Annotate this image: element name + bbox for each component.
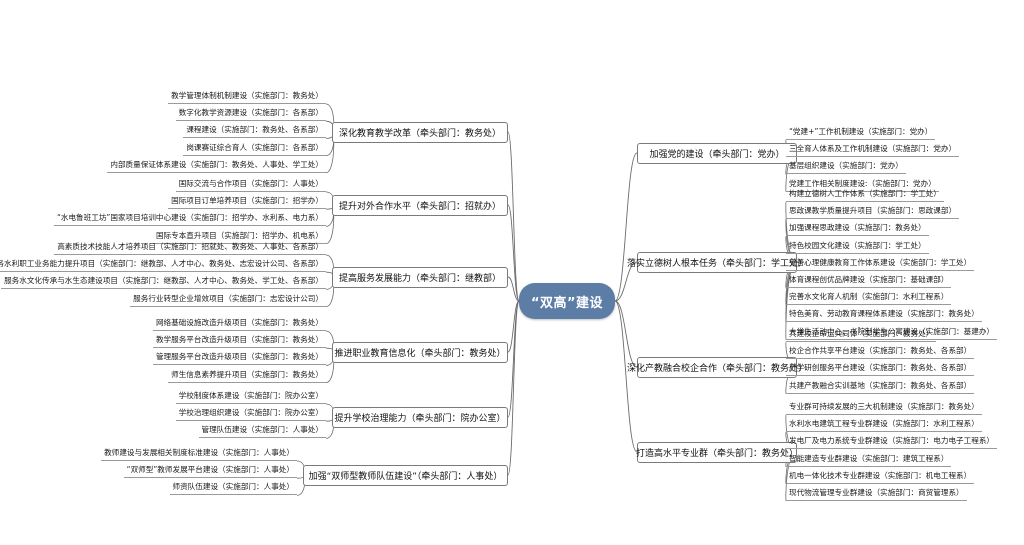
leaf-node-left-2-0[interactable]: 高素质技术技能人才培养项目（实施部门：招就处、教务处、人事处、各系部） (54, 242, 326, 255)
branch-node-right-1[interactable]: 落实立德树人根本任务（牵头部门：学工处） (627, 252, 807, 273)
leaf-node-left-1-0[interactable]: 国际交流与合作项目（实施部门：人事处） (175, 179, 326, 192)
branch-node-left-5[interactable]: 加强“双师型教师队伍建设”（牵头部门：人事处） (303, 465, 508, 486)
branch-node-left-2[interactable]: 提高服务发展能力（牵头部门：继教部） (332, 267, 508, 288)
leaf-node-right-0-1[interactable]: 三全育人体系及工作机制建设（实施部门：党办） (786, 144, 960, 158)
leaf-node-right-1-7[interactable]: 特色美育、劳动教育课程体系建设（实施部门：教务处） (786, 309, 982, 323)
leaf-node-left-1-3[interactable]: 国际专本直升项目（实施部门：招学办、机电系） (152, 231, 326, 244)
branch-node-left-4[interactable]: 提升学校治理能力（牵头部门：院办公室） (332, 407, 508, 428)
leaf-node-right-3-0[interactable]: 专业群可持续发展的三大机制建设（实施部门：教务处） (786, 402, 982, 415)
leaf-node-right-1-6[interactable]: 完善水文化育人机制（实施部门：水利工程系） (786, 292, 952, 306)
branch-node-left-1[interactable]: 提升对外合作水平（牵头部门：招就办） (332, 195, 508, 216)
leaf-node-right-2-2[interactable]: 产学研创服务平台建设（实施部门：教务处、各系部） (786, 363, 975, 377)
branch-node-right-0[interactable]: 加强党的建设（牵头部门：党办） (637, 143, 797, 164)
leaf-node-right-0-3[interactable]: 党建工作相关制度建设:（实施部门：党办） (786, 179, 939, 192)
leaf-node-left-4-2[interactable]: 管理队伍建设（实施部门：人事处） (198, 425, 326, 439)
branch-node-left-3[interactable]: 推进职业教育信息化（牵头部门：教务处） (332, 342, 508, 363)
leaf-node-right-3-4[interactable]: 机电一体化技术专业群建设（实施部门：机电工程系） (786, 471, 975, 484)
leaf-node-right-1-8[interactable]: 大学生活动中心、书院制学生公寓建设（实施部门：基建办） (786, 327, 998, 340)
leaf-node-right-0-0[interactable]: “党建+”工作机制建设（实施部门：党办） (786, 127, 936, 140)
leaf-node-right-1-0[interactable]: 构建立德树人工作体系（实施部门：学工处） (786, 189, 944, 202)
leaf-node-right-1-5[interactable]: 体育课程创优品牌建设（实施部门：基础课部） (786, 275, 952, 288)
branch-node-right-2[interactable]: 深化产教融合校企合作（牵头部门：教务处） (627, 357, 807, 378)
leaf-node-right-3-1[interactable]: 水利水电建筑工程专业群建设（实施部门：水利工程系） (786, 419, 982, 433)
root-node[interactable]: “双高”建设 (519, 283, 615, 319)
branch-node-right-3[interactable]: 打造高水平专业群（牵头部门：教务处） (636, 442, 798, 463)
leaf-node-left-4-1[interactable]: 学校治理组织建设（实施部门：院办公室） (175, 408, 326, 422)
leaf-node-left-1-2[interactable]: “水电鲁班工坊”国家项目培训中心建设（实施部门：招学办、水利系、电力系） (53, 213, 326, 227)
leaf-node-right-1-3[interactable]: 特色校园文化建设（实施部门：学工处） (786, 241, 929, 254)
leaf-node-left-2-1[interactable]: 服务水利职工业务能力提升项目（实施部门：继教部、人才中心、教务处、志宏设计公司、… (0, 259, 326, 273)
leaf-node-right-0-2[interactable]: 基层组织建设（实施部门：党办） (786, 161, 906, 175)
leaf-node-left-0-3[interactable]: 岗课赛证综合育人（实施部门：各系部） (183, 143, 326, 156)
leaf-node-left-3-1[interactable]: 教学服务平台改造升级项目（实施部门：教务处） (152, 335, 326, 349)
leaf-node-left-5-2[interactable]: 师资队伍建设（实施部门：人事处） (169, 482, 297, 496)
leaf-node-left-3-2[interactable]: 管理服务平台改造升级项目（实施部门：教务处） (152, 352, 326, 366)
branch-node-left-0[interactable]: 深化教育教学改革（牵头部门：教务处） (332, 122, 508, 143)
leaf-node-left-0-2[interactable]: 课程建设（实施部门：教务处、各系部） (183, 125, 326, 139)
leaf-node-left-0-0[interactable]: 教学管理体制机制建设（实施部门：教务处） (168, 91, 326, 104)
leaf-node-right-2-0[interactable]: 共建校企命运共同体（实施部门：教务处） (786, 329, 937, 342)
leaf-node-left-2-2[interactable]: 服务水文化传承与水生态建设项目（实施部门：继教部、人才中心、教务处、学工处、各系… (1, 276, 326, 290)
leaf-node-left-5-1[interactable]: “双师型”教师发展平台建设（实施部门：人事处） (123, 465, 297, 479)
leaf-node-right-2-1[interactable]: 校企合作共享平台建设（实施部门：教务处、各系部） (786, 346, 975, 360)
leaf-node-left-3-3[interactable]: 师生信息素养提升项目（实施部门：教务处） (168, 370, 326, 383)
leaf-node-right-1-1[interactable]: 思政课教学质量提升项目（实施部门：思政课部） (786, 206, 960, 220)
leaf-node-left-0-4[interactable]: 内部质量保证体系建设（实施部门：教务处、人事处、学工处） (107, 160, 326, 173)
leaf-node-right-2-3[interactable]: 共建产教融合实训基地（实施部门：教务处、各系部） (786, 381, 975, 394)
leaf-node-right-3-2[interactable]: 发电厂及电力系统专业群建设（实施部门：电力电子工程系） (786, 436, 998, 450)
leaf-node-left-0-1[interactable]: 数字化教学资源建设（实施部门：各系部） (175, 108, 326, 122)
leaf-node-right-1-4[interactable]: 完善心理健康教育工作体系建设（实施部门：学工处） (786, 258, 975, 271)
leaf-node-right-3-5[interactable]: 现代物流管理专业群建设（实施部门：商贸管理系） (786, 488, 967, 501)
leaf-node-right-1-2[interactable]: 加强课程思政建设（实施部门：教务处） (786, 223, 929, 237)
leaf-node-left-3-0[interactable]: 网络基础设施改造升级项目（实施部门：教务处） (152, 318, 326, 331)
leaf-node-left-4-0[interactable]: 学校制度体系建设（实施部门：院办公室） (175, 391, 326, 404)
leaf-node-left-1-1[interactable]: 国际项目订单培养项目（实施部门：招学办） (168, 196, 326, 210)
leaf-node-left-5-0[interactable]: 教师建设与发展相关制度标准建设（实施部门：人事处） (101, 448, 297, 461)
leaf-node-left-2-3[interactable]: 服务行业转型企业增效项目（实施部门：志宏设计公司） (130, 294, 326, 307)
leaf-node-right-3-3[interactable]: 智能建造专业群建设（实施部门：建筑工程系） (786, 454, 952, 467)
